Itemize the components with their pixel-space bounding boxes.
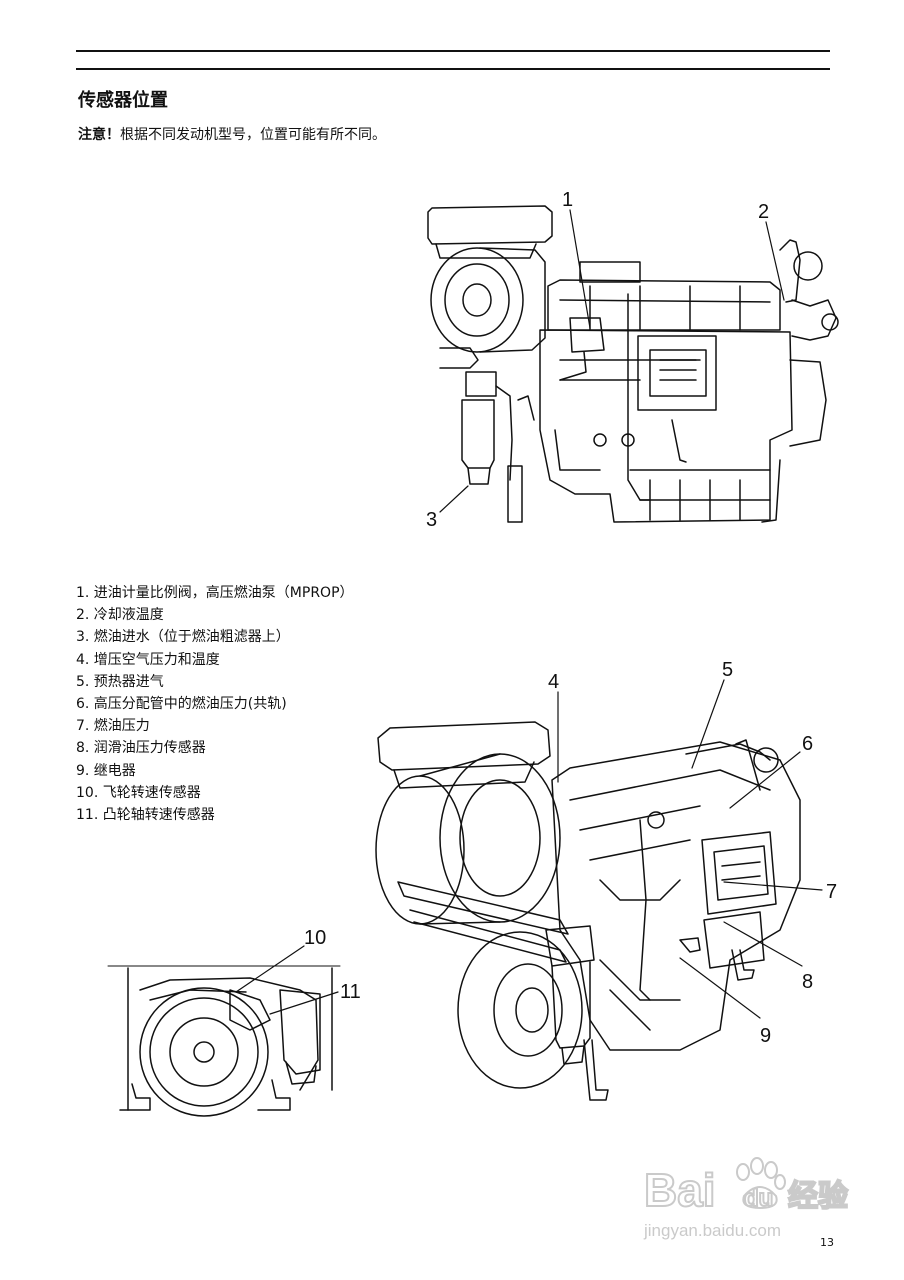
legend-item: 5. 预热器进气 (76, 673, 164, 690)
legend-item: 7. 燃油压力 (76, 718, 150, 735)
callout-6: 6 (802, 733, 813, 755)
callout-1: 1 (562, 189, 573, 211)
note: 注意！根据不同发动机型号，位置可能有所不同。 (78, 124, 386, 144)
callout-4: 4 (548, 671, 559, 693)
legend-list: 1. 进油计量比例阀，高压燃油泵（MPROP） 2. 冷却液温度 3. 燃油进水… (76, 582, 354, 826)
engine-flywheel-end-view-illustration (107, 965, 341, 1117)
header-rule-top (76, 50, 830, 52)
callout-7: 7 (826, 881, 837, 903)
callout-5: 5 (722, 659, 733, 681)
legend-item: 9. 继电器 (76, 762, 136, 779)
watermark-brand-mid: du (744, 1185, 773, 1212)
note-text: 根据不同发动机型号，位置可能有所不同。 (120, 127, 386, 143)
watermark-brand-cn: 经验 (788, 1179, 848, 1213)
legend-item: 8. 润滑油压力传感器 (76, 740, 206, 757)
legend-item: 3. 燃油进水（位于燃油粗滤器上） (76, 629, 290, 646)
legend-item: 11. 凸轮轴转速传感器 (76, 807, 215, 824)
note-label: 注意！ (78, 127, 120, 143)
legend-item: 1. 进油计量比例阀，高压燃油泵（MPROP） (76, 585, 354, 601)
callout-9: 9 (760, 1025, 771, 1047)
legend-item: 10. 飞轮转速传感器 (76, 784, 201, 801)
legend-item: 4. 增压空气压力和温度 (76, 651, 220, 668)
page-number: 13 (820, 1236, 834, 1249)
engine-side-view-illustration (427, 205, 839, 523)
callout-3: 3 (426, 509, 437, 531)
page-title: 传感器位置 (78, 90, 168, 111)
header-rule-bottom (76, 68, 830, 70)
callout-8: 8 (802, 971, 813, 993)
callout-10: 10 (304, 927, 326, 949)
callout-leaders (235, 209, 823, 1019)
callout-2: 2 (758, 201, 769, 223)
watermark-brand: Bai (644, 1164, 716, 1216)
legend-item: 6. 高压分配管中的燃油压力(共轨) (76, 696, 287, 713)
engine-perspective-view-illustration (375, 721, 801, 1101)
legend-item: 2. 冷却液温度 (76, 607, 164, 624)
paw-icon (736, 1157, 786, 1210)
baidu-watermark: Bai du 经验 jingyan.baidu.com (643, 1157, 849, 1240)
callout-11: 11 (340, 981, 361, 1003)
watermark-url: jingyan.baidu.com (643, 1221, 781, 1240)
